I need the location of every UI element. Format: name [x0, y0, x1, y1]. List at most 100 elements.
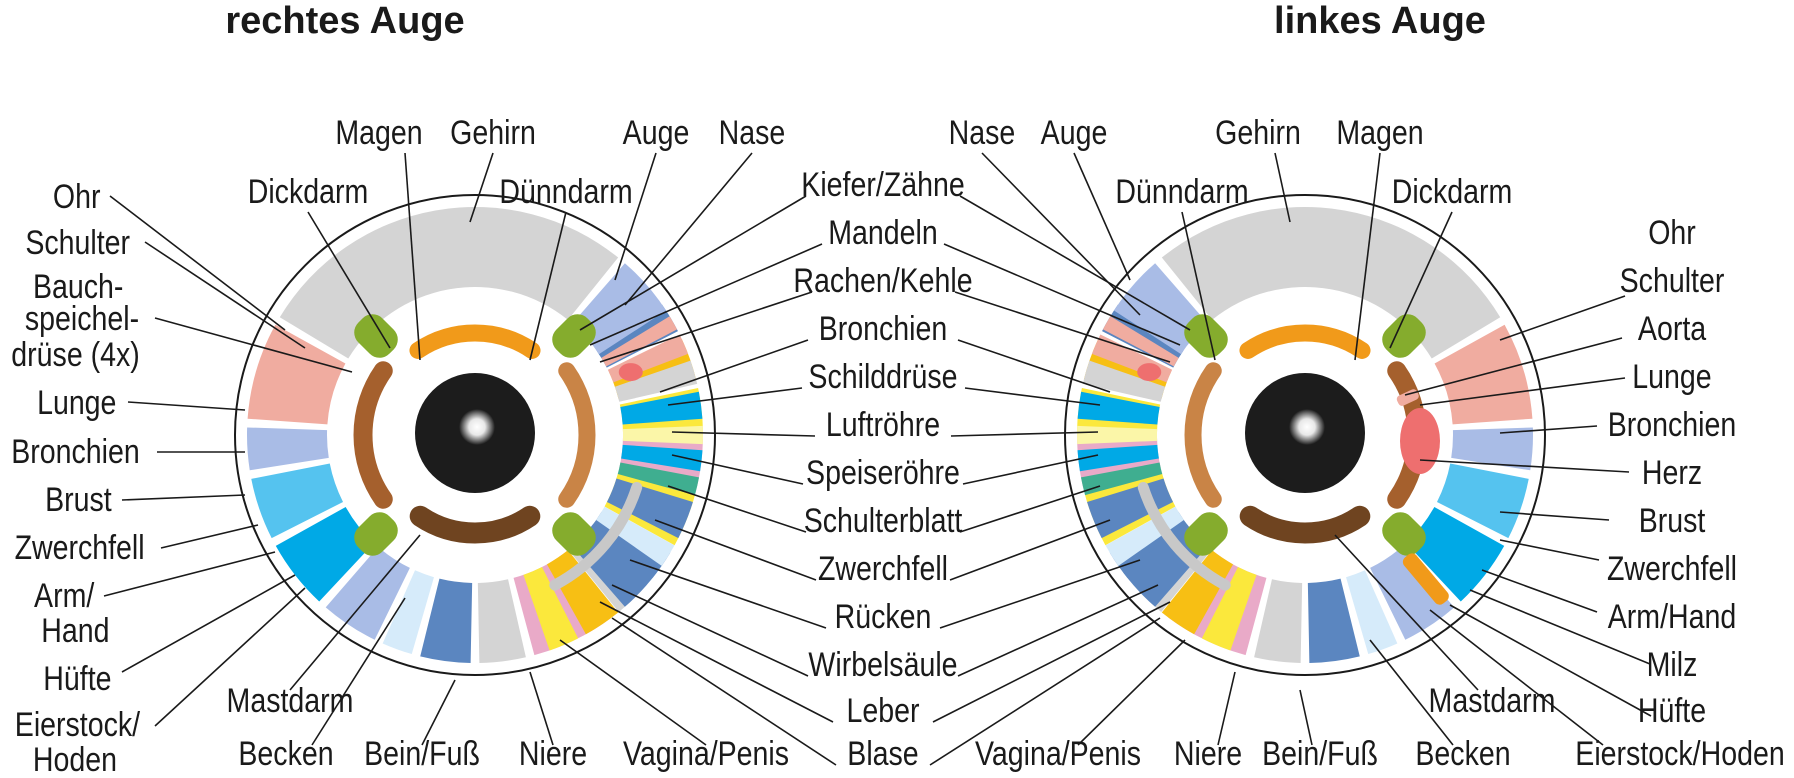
leader-line [981, 152, 1141, 316]
label-mastdarm: Mastdarm [227, 682, 354, 720]
label-zwerchfell: Zwerchfell [15, 529, 145, 567]
zone-magen [409, 324, 541, 359]
leader-line [311, 597, 406, 746]
zone-mastdarm [1239, 505, 1371, 544]
right-eye-labels: Ohr Schulter Bauch- speichel- drüse (4x)… [11, 114, 789, 778]
connector [552, 314, 596, 358]
zone-niere [1201, 566, 1257, 651]
zone-schilddruese [1077, 425, 1158, 445]
leader-lines [103, 152, 1652, 766]
zone-mandeln [1082, 360, 1166, 402]
label-gehirn: Gehirn [450, 114, 536, 152]
leader-line [121, 494, 246, 501]
leader-line [962, 454, 1099, 485]
label-duenndarm: Dünndarm [499, 173, 632, 211]
label-dickdarm: Dickdarm [248, 173, 369, 211]
zone-nase [1102, 316, 1179, 367]
leader-line [421, 679, 456, 746]
label-arm-hand: Arm/Hand [1608, 598, 1736, 636]
label-gehirn: Gehirn [1215, 114, 1301, 152]
leader-line [1334, 534, 1479, 691]
leader-line [964, 387, 1101, 406]
zone-duenndarm [1184, 362, 1222, 508]
label-mandeln: Mandeln [828, 214, 937, 252]
leader-line [667, 485, 807, 533]
zone-mastdarm [409, 505, 541, 544]
label-auge: Auge [1041, 114, 1108, 152]
leader-line [1369, 639, 1454, 746]
leader-line [1181, 211, 1216, 361]
leader-line [667, 387, 803, 406]
zone-rachen-kehle [618, 363, 643, 382]
label-nase: Nase [949, 114, 1016, 152]
leader-line [1404, 337, 1623, 396]
zone-brust [325, 546, 410, 640]
leader-line [959, 485, 1101, 533]
label-huefte: Hüfte [43, 660, 111, 698]
connector [1382, 512, 1426, 556]
label-hand: Hand [41, 612, 109, 650]
connector [1184, 314, 1228, 358]
pupil-highlight [1289, 409, 1325, 445]
leader-line [1299, 689, 1313, 746]
zone-mandeln [614, 360, 698, 402]
connector [354, 512, 398, 556]
label-ruecken: Rücken [835, 598, 932, 636]
zone-magen [1239, 324, 1371, 359]
zone-speiseroehre [617, 462, 700, 496]
leader-line [932, 601, 1171, 723]
label-brust: Brust [45, 481, 112, 519]
leader-line [127, 401, 246, 411]
leader-line [160, 524, 259, 549]
label-huefte: Hüfte [1638, 692, 1706, 730]
zone-milz [1402, 553, 1449, 605]
label-ohr: Ohr [1648, 214, 1696, 252]
zone-schulter [1451, 427, 1533, 471]
leader-line [1469, 589, 1651, 665]
label-lunge: Lunge [1632, 358, 1711, 396]
leader-line [559, 639, 707, 746]
leader-line [144, 241, 306, 349]
label-herz: Herz [1642, 454, 1702, 492]
zone-herz [1400, 408, 1440, 474]
zone-bronchien [1077, 391, 1160, 425]
label-nase: Nase [719, 114, 786, 152]
label-eierstock-hoden: Eierstock/Hoden [1575, 735, 1784, 773]
label-duenndarm: Dünndarm [1115, 173, 1248, 211]
zone-arm-hand [420, 578, 473, 663]
zone-wirbelsaeule-arc [1137, 482, 1231, 591]
right-eye-title: rechtes Auge [225, 0, 464, 42]
label-schulterblatt: Schulterblatt [804, 502, 963, 540]
leader-line [1481, 569, 1598, 613]
label-becken: Becken [1415, 735, 1510, 773]
leader-line [957, 339, 1111, 393]
pupil-highlight [459, 409, 495, 445]
zone-schulter [247, 427, 329, 471]
leader-line [154, 587, 306, 727]
leader-line [949, 519, 1111, 581]
leader-line [1429, 609, 1604, 746]
leader-line [954, 291, 1171, 363]
zone-bronchien [275, 506, 374, 602]
leader-line [1389, 211, 1453, 349]
label-schulter: Schulter [1620, 262, 1725, 300]
leader-line [943, 243, 1181, 346]
zone-luftroehre [1077, 444, 1159, 472]
leader-line [529, 211, 567, 361]
leader-line [109, 195, 286, 331]
label-eierstock: Eierstock/ [15, 706, 141, 744]
leader-line [1499, 295, 1626, 341]
leader-line [1419, 377, 1626, 406]
left-eye-title: linkes Auge [1274, 0, 1486, 42]
leader-line [103, 551, 276, 597]
label-vagina-penis: Vagina/Penis [623, 735, 789, 773]
left-eye-labels: Nase Auge Dünndarm Gehirn Magen Dickdarm… [949, 114, 1785, 773]
label-brust: Brust [1639, 502, 1706, 540]
zone-lunge [251, 463, 344, 539]
leader-line [959, 195, 1191, 331]
label-bauchspeicheldruese-2: speichel- [25, 300, 139, 338]
label-luftroehre: Luftröhre [826, 406, 940, 444]
right-eye-iris [234, 194, 716, 676]
zone-zwerchfell [382, 570, 434, 655]
